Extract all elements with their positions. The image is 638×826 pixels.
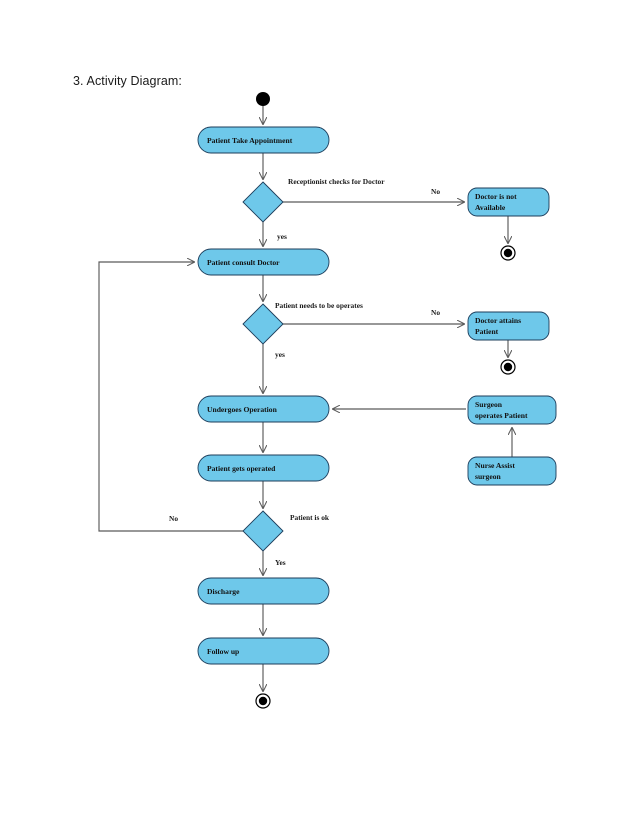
edge-label-yes-consult: yes: [277, 232, 287, 241]
activity-label-line2: operates Patient: [475, 411, 528, 420]
final-node-dot: [258, 696, 268, 706]
activity-box[interactable]: [197, 577, 330, 605]
activity-box[interactable]: [197, 454, 330, 482]
activity-doctor-attains-patient[interactable]: Doctor attains Patient: [467, 311, 550, 341]
activity-discharge[interactable]: Discharge: [197, 577, 330, 605]
edge-label-patient-is-ok: Patient is ok: [290, 513, 330, 522]
final-node-dot: [503, 362, 513, 372]
activity-follow-up[interactable]: Follow up: [197, 637, 330, 665]
activity-box[interactable]: [197, 395, 330, 423]
edge-label-receptionist-checks: Receptionist checks for Doctor: [288, 177, 385, 186]
activity-label: Patient consult Doctor: [207, 258, 280, 267]
activity-label: Undergoes Operation: [207, 405, 278, 414]
activity-label: Patient Take Appointment: [207, 136, 293, 145]
final-node-doctor-unavailable: [500, 245, 516, 261]
edge-label-no-attains: No: [431, 308, 440, 317]
activity-label-line2: Patient: [475, 327, 499, 336]
edge-label-patient-needs-operates: Patient needs to be operates: [275, 301, 363, 310]
final-node-doctor-attains: [500, 359, 516, 375]
activity-patient-take-appointment[interactable]: Patient Take Appointment: [197, 126, 330, 154]
edge-label-yes-discharge: Yes: [275, 558, 286, 567]
activity-patient-consult-doctor[interactable]: Patient consult Doctor: [197, 248, 330, 276]
edge-label-no-doctor: No: [431, 187, 440, 196]
activity-patient-gets-operated[interactable]: Patient gets operated: [197, 454, 330, 482]
activity-label: Patient gets operated: [207, 464, 276, 473]
activity-box[interactable]: [467, 187, 550, 217]
final-node-dot: [503, 248, 513, 258]
activity-surgeon-operates-patient[interactable]: Surgeon operates Patient: [467, 395, 557, 425]
activity-box[interactable]: [467, 456, 557, 486]
activity-box[interactable]: [197, 248, 330, 276]
initial-node: [256, 92, 270, 106]
activity-box[interactable]: [197, 126, 330, 154]
activity-box[interactable]: [197, 637, 330, 665]
activity-label-line1: Doctor is not: [475, 192, 517, 201]
decision-diamond[interactable]: [242, 181, 284, 223]
decision-patient-is-ok[interactable]: [242, 510, 284, 552]
activity-label-line1: Doctor attains: [475, 316, 521, 325]
decision-receptionist-checks-for-doctor[interactable]: [242, 181, 284, 223]
page-title: 3. Activity Diagram:: [73, 74, 182, 88]
decision-diamond[interactable]: [242, 303, 284, 345]
decision-patient-needs-to-be-operates[interactable]: [242, 303, 284, 345]
activity-label-line1: Nurse Assist: [475, 461, 515, 470]
activity-nurse-assist-surgeon[interactable]: Nurse Assist surgeon: [467, 456, 557, 486]
activity-undergoes-operation[interactable]: Undergoes Operation: [197, 395, 330, 423]
activity-label: Discharge: [207, 587, 240, 596]
edge-label-yes-operation: yes: [275, 350, 285, 359]
activity-label: Follow up: [207, 647, 239, 656]
activity-box[interactable]: [467, 311, 550, 341]
flow-decision3-no: [98, 262, 243, 532]
activity-label-line2: surgeon: [475, 472, 502, 481]
final-node-discharge: [255, 693, 271, 709]
activity-label-line1: Surgeon: [475, 400, 503, 409]
decision-diamond[interactable]: [242, 510, 284, 552]
activity-doctor-is-not-available[interactable]: Doctor is not Available: [467, 187, 550, 217]
activity-label-line2: Available: [475, 203, 506, 212]
edge-label-no-loop-back: No: [169, 514, 178, 523]
activity-box[interactable]: [467, 395, 557, 425]
